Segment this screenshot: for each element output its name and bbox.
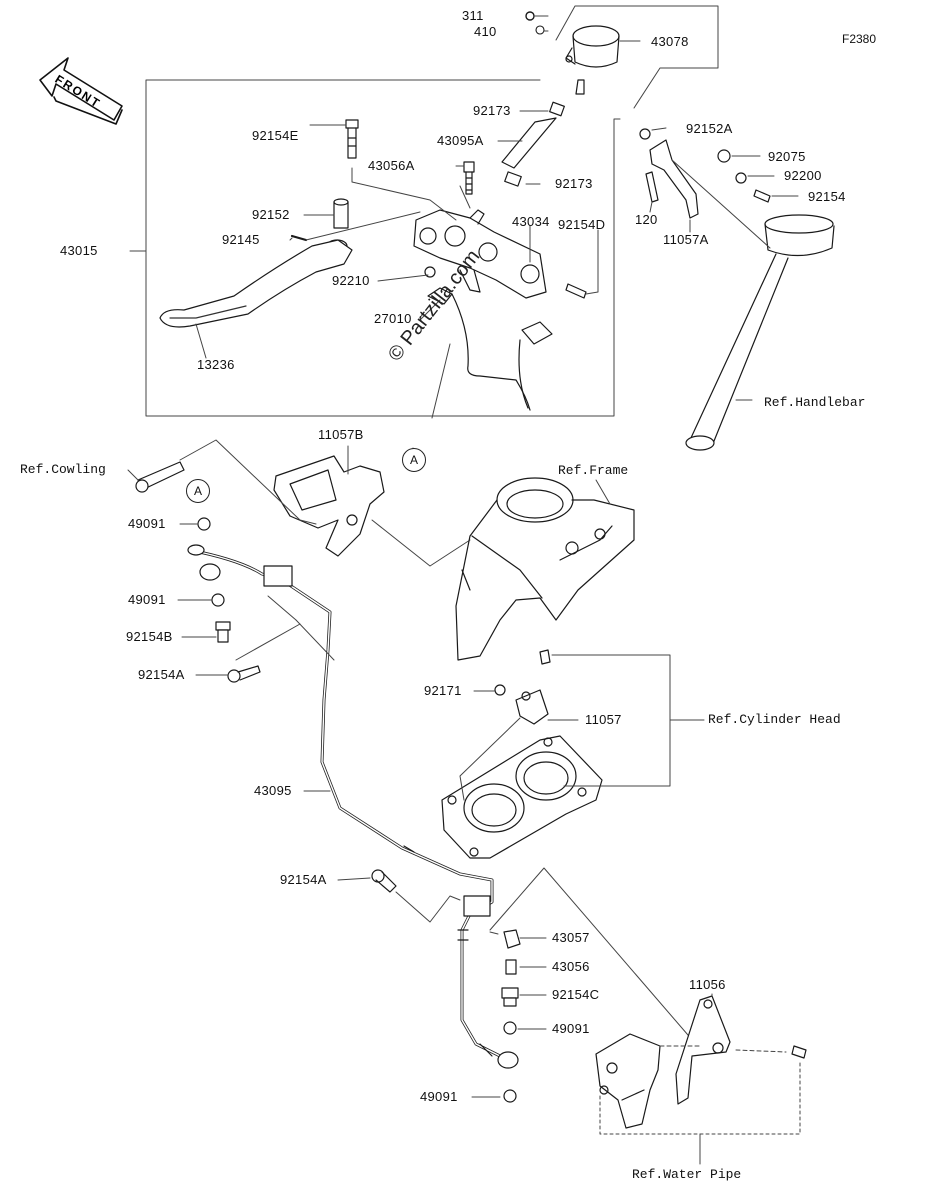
washer-49091-c xyxy=(503,1021,517,1035)
bolt-92154 xyxy=(753,189,771,203)
frame xyxy=(455,477,635,661)
bolt-92154d xyxy=(565,283,587,299)
bolt-92154e xyxy=(345,119,359,159)
front-arrow-icon xyxy=(39,57,123,125)
diagram-code: F2380 xyxy=(842,32,877,46)
part-label-49091-b: 49091 xyxy=(128,592,166,607)
part-label-13236: 13236 xyxy=(197,357,235,372)
part-label-27010: 27010 xyxy=(374,311,412,326)
part-label-43015: 43015 xyxy=(60,243,98,258)
cylinder-head xyxy=(441,735,603,859)
bracket-11057a xyxy=(639,128,699,219)
part-label-49091-d: 49091 xyxy=(420,1089,458,1104)
washer-92075 xyxy=(717,149,731,163)
fitting-43057 xyxy=(503,929,521,949)
part-label-92210: 92210 xyxy=(332,273,370,288)
part-label-11057: 11057 xyxy=(585,712,622,727)
part-label-49091-c: 49091 xyxy=(552,1021,590,1036)
washer-49091-lower xyxy=(211,593,225,607)
part-label-43034: 43034 xyxy=(512,214,550,229)
bolt-cylinder-head xyxy=(539,649,551,665)
part-label-43095a: 43095A xyxy=(437,133,484,148)
part-label-92145: 92145 xyxy=(222,232,260,247)
part-label-92154a-lower: 92154A xyxy=(280,872,327,887)
part-label-49091-a: 49091 xyxy=(128,516,166,531)
part-label-43078: 43078 xyxy=(651,34,689,49)
part-label-43056: 43056 xyxy=(552,959,590,974)
reservoir-tank xyxy=(565,25,620,95)
bolt-92154a-upper xyxy=(227,665,261,683)
part-label-92154e: 92154E xyxy=(252,128,299,143)
callout-a-upper: A xyxy=(402,448,426,472)
part-label-92154c: 92154C xyxy=(552,987,600,1002)
ref-label-water-pipe: Ref.Water Pipe xyxy=(632,1167,742,1182)
nut-311 xyxy=(525,11,535,21)
collar-92152 xyxy=(333,201,349,229)
cowling-bolt xyxy=(135,461,185,493)
part-label-410: 410 xyxy=(474,24,497,39)
part-label-43056a: 43056A xyxy=(368,158,415,173)
part-label-11057a: 11057A xyxy=(663,232,709,247)
bolt-water-pipe xyxy=(791,1045,807,1059)
part-label-43057: 43057 xyxy=(552,930,590,945)
nut-92210 xyxy=(424,266,436,278)
water-pipe xyxy=(595,1033,661,1129)
part-label-92154a-upper: 92154A xyxy=(138,667,185,682)
assembly-frame xyxy=(145,79,621,417)
ref-label-cylinder-head: Ref.Cylinder Head xyxy=(708,712,841,727)
callout-a-lower: A xyxy=(186,479,210,503)
bolt-120 xyxy=(645,171,659,203)
washer-49091-d xyxy=(503,1089,517,1103)
fitting-43056 xyxy=(505,959,517,975)
bolt-92154a-lower xyxy=(371,869,397,893)
part-label-11057b: 11057B xyxy=(318,427,364,442)
ref-label-frame: Ref.Frame xyxy=(558,463,629,478)
nut-92171 xyxy=(494,684,506,696)
bolt-92154b xyxy=(215,621,231,643)
washer-49091-upper xyxy=(197,517,211,531)
part-label-120: 120 xyxy=(635,212,658,227)
part-label-92075: 92075 xyxy=(768,149,806,164)
bracket-11057 xyxy=(515,689,549,725)
part-label-92173-lower: 92173 xyxy=(555,176,593,191)
washer-92200 xyxy=(735,172,747,184)
ref-label-handlebar: Ref.Handlebar xyxy=(764,395,866,410)
part-label-92200: 92200 xyxy=(784,168,822,183)
banjo-bolt-43056a xyxy=(463,161,475,195)
lever-13236 xyxy=(159,239,353,328)
bracket-11057b xyxy=(273,455,385,557)
bracket-11056 xyxy=(675,995,731,1105)
master-cylinder xyxy=(413,209,547,299)
part-label-92154b: 92154B xyxy=(126,629,173,644)
handlebar xyxy=(685,214,835,451)
hose-43095a xyxy=(501,117,557,169)
part-label-92152: 92152 xyxy=(252,207,290,222)
spring-92145 xyxy=(290,234,308,242)
part-label-92171: 92171 xyxy=(424,683,462,698)
pipe-43095 xyxy=(187,544,519,1069)
part-label-311: 311 xyxy=(462,8,484,23)
part-label-92154: 92154 xyxy=(808,189,846,204)
part-label-92173-upper: 92173 xyxy=(473,103,511,118)
ref-label-cowling: Ref.Cowling xyxy=(20,462,106,477)
switch-27010 xyxy=(427,287,553,411)
part-label-92152a: 92152A xyxy=(686,121,733,136)
part-label-43095: 43095 xyxy=(254,783,292,798)
part-label-92154d: 92154D xyxy=(558,217,606,232)
washer-410 xyxy=(535,25,545,35)
part-label-11056: 11056 xyxy=(689,977,726,992)
bolt-92154c xyxy=(501,987,519,1007)
